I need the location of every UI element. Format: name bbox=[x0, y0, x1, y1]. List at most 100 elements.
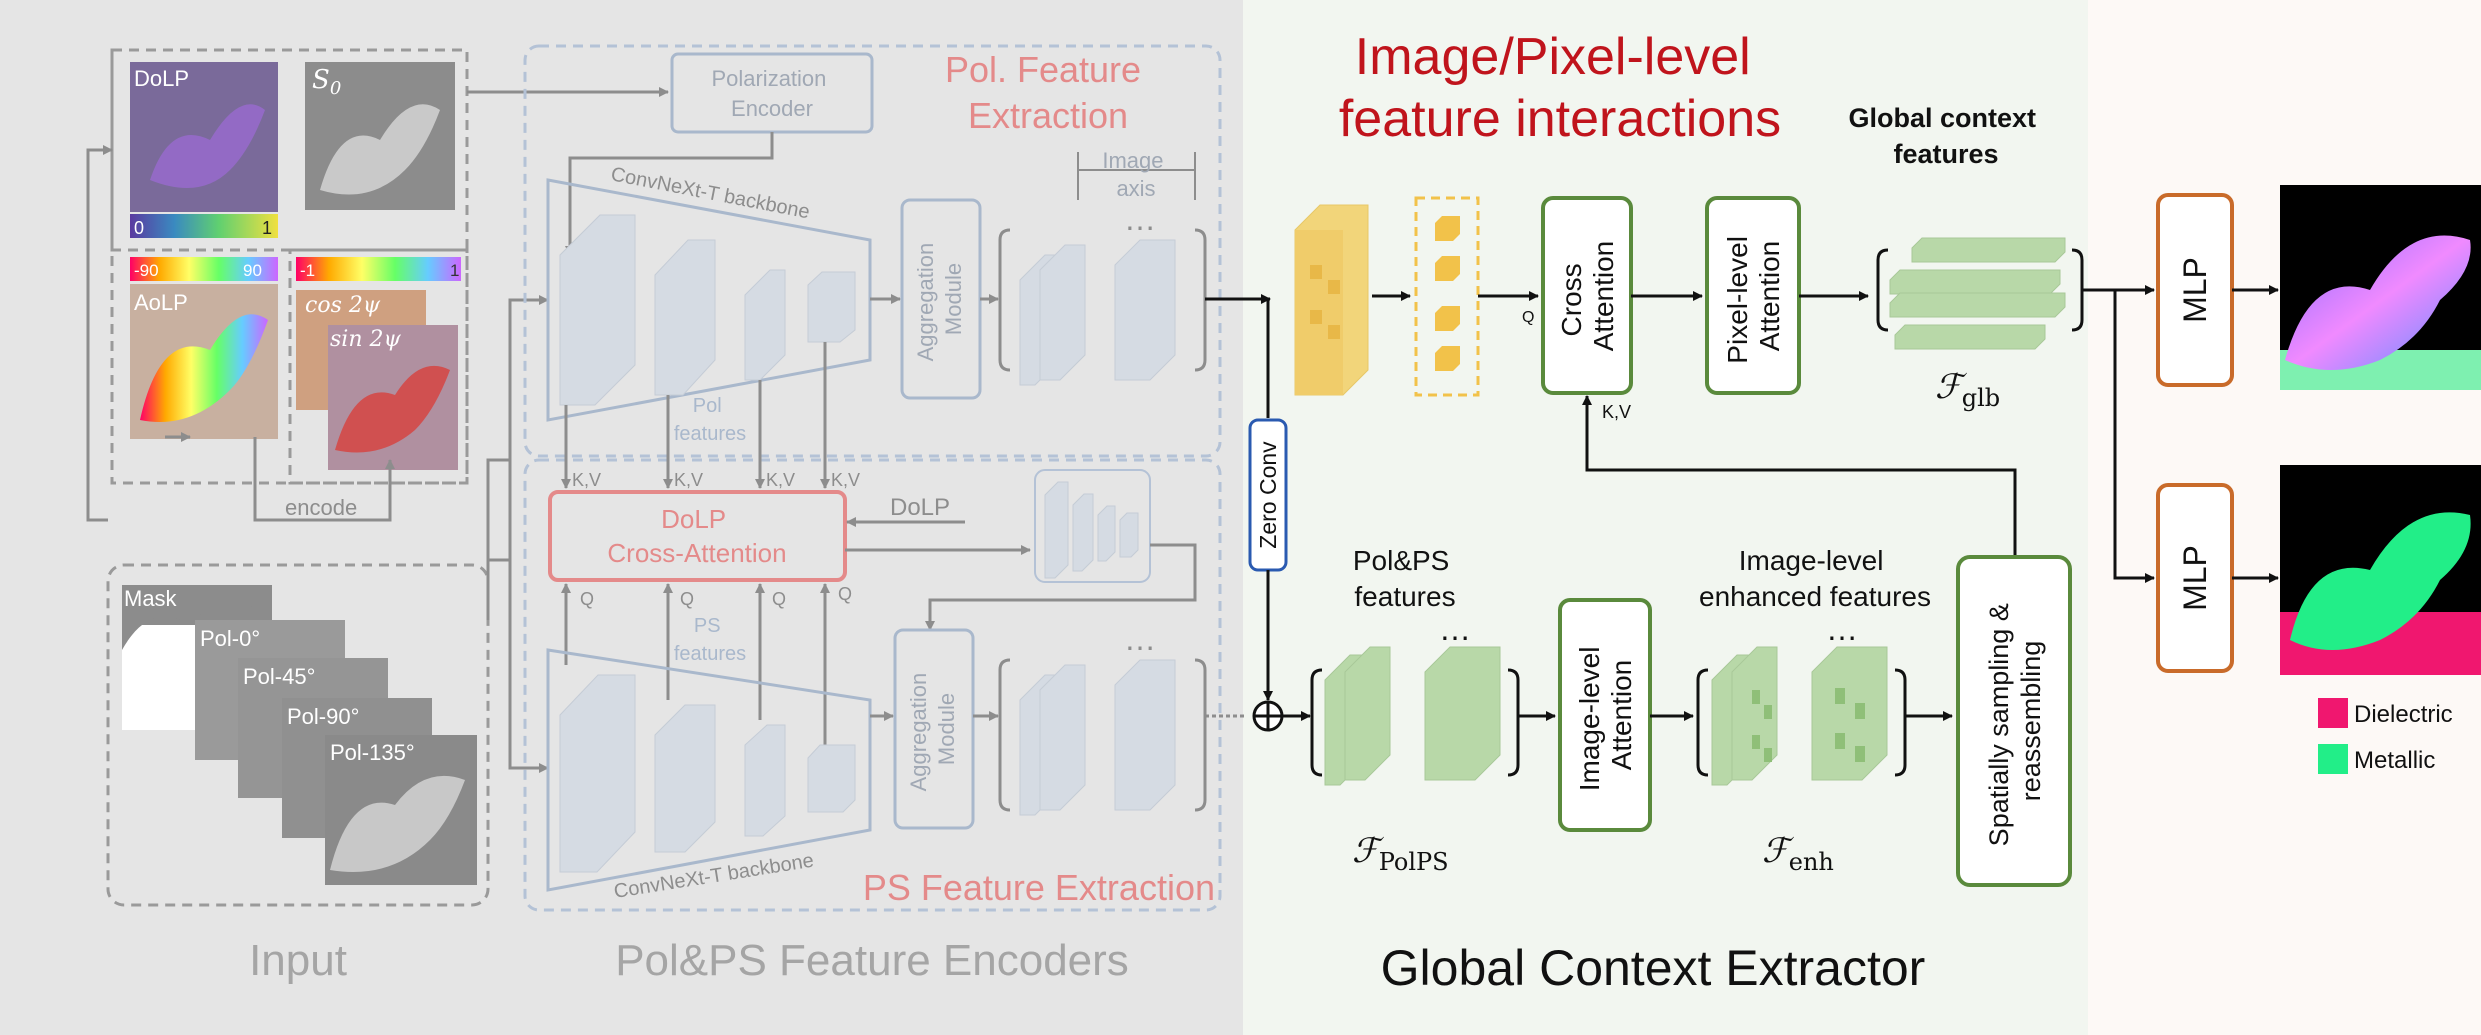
dolp-min: 0 bbox=[134, 218, 144, 238]
encode-arrow bbox=[253, 437, 395, 522]
mask-to-pol-backbone bbox=[508, 295, 549, 560]
ps-feature-stack-bracket-right bbox=[1194, 658, 1207, 812]
svg-text:K,V: K,V bbox=[674, 470, 703, 490]
mask-pol-box bbox=[106, 563, 490, 907]
polarization-encoder-label: Polarization Encoder bbox=[711, 66, 832, 121]
sampling-label: Spatially sampling & reassembling bbox=[1984, 596, 2046, 847]
mask-silhouette bbox=[122, 602, 272, 730]
pol-135-label: Pol-135° bbox=[330, 740, 415, 765]
enhanced-features-label: Image-level enhanced features bbox=[1699, 545, 1931, 612]
pol-135-dragon-shape bbox=[330, 775, 465, 872]
ps-block-3 bbox=[744, 724, 786, 837]
aolp-min: -90 bbox=[134, 261, 159, 280]
ps-aggregation-box bbox=[893, 628, 975, 830]
pol-block-4 bbox=[807, 271, 856, 343]
mini-pyramid-box bbox=[1034, 469, 1151, 583]
sin-label: sin 2ψ bbox=[330, 327, 401, 352]
cos-label: cos 2ψ bbox=[305, 293, 381, 318]
normal-map-dragon bbox=[2285, 235, 2471, 370]
material-map-dragon bbox=[2290, 512, 2471, 650]
ps-backbone-trapezoid bbox=[546, 648, 872, 892]
zero-conv-label: Zero Conv bbox=[1255, 441, 1281, 549]
polps-features-label: Pol&PS features bbox=[1353, 545, 1457, 612]
pol-backbone-trapezoid bbox=[546, 178, 872, 422]
mask-label: Mask bbox=[124, 586, 178, 611]
kv-arrows bbox=[561, 342, 830, 489]
pol-feature-stack bbox=[1019, 239, 1176, 386]
s0-label: S0 bbox=[312, 65, 341, 99]
enh-dots: … bbox=[1826, 611, 1858, 647]
pol-features-label: Pol features bbox=[674, 395, 746, 445]
extractor-background bbox=[1243, 0, 2088, 1035]
cross-attention-label: Cross Attention bbox=[1556, 241, 1619, 352]
legend-metallic-swatch bbox=[2318, 744, 2348, 774]
input-panel: DoLP 0 1 S0 -90 90 AoLP -1 1 cos 2ψ sin … bbox=[86, 48, 669, 985]
glb-to-mlp-bottom bbox=[2113, 290, 2155, 583]
pol-extraction-box bbox=[523, 44, 1222, 458]
encoders-section-title: Pol&PS Feature Encoders bbox=[615, 936, 1129, 985]
tokens-dashed-box bbox=[1414, 196, 1480, 397]
mini-pyramid bbox=[1044, 481, 1139, 579]
polps-dots: … bbox=[1439, 611, 1471, 647]
pol-features-to-zero-conv bbox=[1205, 297, 1270, 418]
enh-feature-stack bbox=[1711, 646, 1888, 786]
polps-feature-stack bbox=[1324, 646, 1501, 786]
dolp-max: 1 bbox=[262, 218, 272, 238]
svg-text:Q: Q bbox=[680, 589, 694, 609]
extractor-section-title: Global Context Extractor bbox=[1381, 940, 1926, 996]
glb-feature-slabs bbox=[1889, 237, 2066, 350]
svg-text:K,V: K,V bbox=[572, 470, 601, 490]
pol-0-label: Pol-0° bbox=[200, 626, 260, 651]
svg-text:K,V: K,V bbox=[831, 470, 860, 490]
aolp-colorbar bbox=[130, 257, 278, 281]
f-enh-label: ℱenh bbox=[1762, 831, 1834, 876]
dolp-cross-attention-box bbox=[548, 490, 847, 582]
sin-dragon-shape bbox=[335, 365, 450, 453]
svg-text:Q: Q bbox=[838, 584, 852, 604]
sampling-box bbox=[1956, 555, 2072, 887]
svg-text:Q: Q bbox=[772, 589, 786, 609]
yellow-feature-block bbox=[1294, 204, 1369, 396]
pol-90-label: Pol-90° bbox=[287, 704, 359, 729]
ps-features-label: PS features bbox=[674, 615, 746, 665]
input-to-backbones-arrow bbox=[486, 458, 510, 620]
token-cubes bbox=[1435, 216, 1460, 371]
ps-feature-stack bbox=[1019, 659, 1176, 816]
cross-attn-q-label: Q bbox=[1522, 309, 1534, 326]
mlp-top-label: MLP bbox=[2177, 257, 2213, 323]
ps-extraction-box bbox=[523, 458, 1222, 912]
pyramid-to-ps-agg-arrow bbox=[925, 543, 1197, 631]
cross-attn-kv-label: K,V bbox=[1602, 402, 1631, 422]
pol-block-1 bbox=[559, 214, 636, 406]
image-axis-label: Image axis bbox=[1102, 148, 1169, 201]
encode-label: encode bbox=[285, 495, 357, 520]
pixel-attention-label: Pixel-level Attention bbox=[1722, 228, 1785, 363]
s0-dragon-shape bbox=[320, 104, 440, 195]
enh-bracket-right bbox=[1894, 668, 1907, 777]
pol-feature-stack-bracket-left bbox=[998, 228, 1011, 372]
polps-bracket-right bbox=[1507, 668, 1520, 777]
outputs-panel: MLP MLP Dielectric Metallic bbox=[2082, 185, 2481, 774]
f-glb-label: ℱglb bbox=[1935, 367, 2000, 412]
image-attention-label: Image-level Attention bbox=[1574, 639, 1637, 792]
ps-backbone-blocks bbox=[559, 674, 856, 873]
dolp-image bbox=[130, 62, 278, 212]
aolp-label: AoLP bbox=[134, 290, 188, 315]
aolp-max: 90 bbox=[243, 261, 262, 280]
encoder-to-backbone-arrow bbox=[565, 132, 774, 256]
legend-metallic-label: Metallic bbox=[2354, 747, 2435, 774]
legend-dielectric-label: Dielectric bbox=[2354, 701, 2453, 728]
ps-block-4 bbox=[807, 744, 856, 813]
dolp-cross-attention-label: DoLP Cross-Attention bbox=[607, 504, 786, 568]
ps-aggregation-label: Aggregation Module bbox=[906, 667, 959, 792]
svg-text:K,V: K,V bbox=[766, 470, 795, 490]
input-section-title: Input bbox=[249, 936, 347, 985]
pol-block-3 bbox=[744, 269, 786, 381]
pol-backbone-blocks bbox=[559, 214, 856, 406]
enh-bracket-left bbox=[1696, 668, 1709, 777]
ps-extraction-title: PS Feature Extraction bbox=[863, 867, 1215, 908]
pol-aggregation-label: Aggregation Module bbox=[913, 237, 966, 362]
mlp-bottom-label: MLP bbox=[2177, 545, 2213, 611]
dolp-input-label: DoLP bbox=[890, 494, 950, 521]
global-context-title: Global context features bbox=[1848, 103, 2043, 169]
